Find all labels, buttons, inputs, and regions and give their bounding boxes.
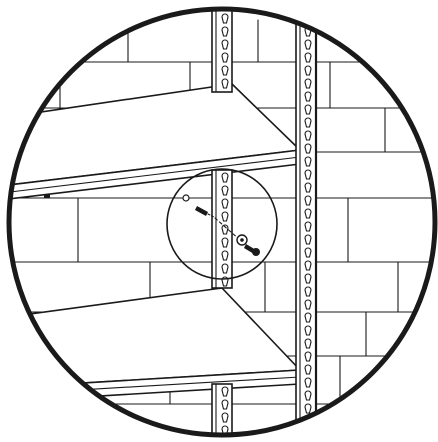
post-keyhole-slot [304, 286, 312, 297]
upright-post-left [211, 9, 233, 435]
post-keyhole-slot [221, 26, 229, 37]
post-keyhole-slot [221, 198, 229, 209]
post-keyhole-slot [221, 224, 229, 235]
post-keyhole-slot [304, 117, 312, 128]
post-keyhole-slot [221, 263, 229, 274]
post-keyhole-slot [221, 399, 229, 410]
post-keyhole-slot [304, 169, 312, 180]
post-keyhole-slot [304, 39, 312, 50]
post-keyhole-slot [304, 78, 312, 89]
post-keyhole-slot [221, 39, 229, 50]
post-keyhole-slot [221, 386, 229, 397]
post-keyhole-slot [304, 65, 312, 76]
post-keyhole-slot [304, 273, 312, 284]
post-keyhole-slot [304, 260, 312, 271]
post-keyhole-slot [221, 412, 229, 423]
post-keyhole-slot [304, 52, 312, 63]
wall-anchor-screw [182, 194, 260, 256]
post-keyhole-slot [304, 247, 312, 258]
detail-magnifier-circle [166, 168, 278, 280]
post-keyhole-slot [304, 143, 312, 154]
post-keyhole-slot [304, 338, 312, 349]
post-keyhole-slot [304, 234, 312, 245]
post-keyhole-slot [221, 237, 229, 248]
post-keyhole-slot [304, 312, 312, 323]
post-keyhole-slot [304, 325, 312, 336]
outer-frame-circle [6, 6, 438, 438]
post-keyhole-slot [221, 172, 229, 183]
post-keyhole-slot [304, 91, 312, 102]
post-keyhole-slot [304, 130, 312, 141]
post-keyhole-slot [304, 104, 312, 115]
post-keyhole-slot [304, 9, 312, 11]
post-keyhole-slot [221, 65, 229, 76]
post-keyhole-slot [304, 351, 312, 362]
post-keyhole-slot [304, 299, 312, 310]
post-keyhole-slot [304, 156, 312, 167]
post-keyhole-slot [304, 208, 312, 219]
post-keyhole-slot [221, 52, 229, 63]
post-keyhole-slot [304, 377, 312, 388]
post-keyhole-slot [221, 185, 229, 196]
shelf-upper [9, 83, 301, 201]
upright-post-right [295, 9, 318, 435]
post-keyhole-slot [221, 13, 229, 24]
post-keyhole-slot [304, 182, 312, 193]
post-keyhole-slot [304, 403, 312, 414]
post-keyhole-slot [221, 211, 229, 222]
post-keyhole-slot [304, 429, 312, 435]
post-keyhole-slot [304, 195, 312, 206]
post-keyhole-slot [304, 364, 312, 375]
shelf-lower [9, 287, 301, 403]
post-keyhole-slot [304, 221, 312, 232]
post-keyhole-slot [304, 13, 312, 24]
post-keyhole-slot [221, 78, 229, 89]
post-keyhole-slot [221, 250, 229, 261]
post-keyhole-slot [304, 390, 312, 401]
